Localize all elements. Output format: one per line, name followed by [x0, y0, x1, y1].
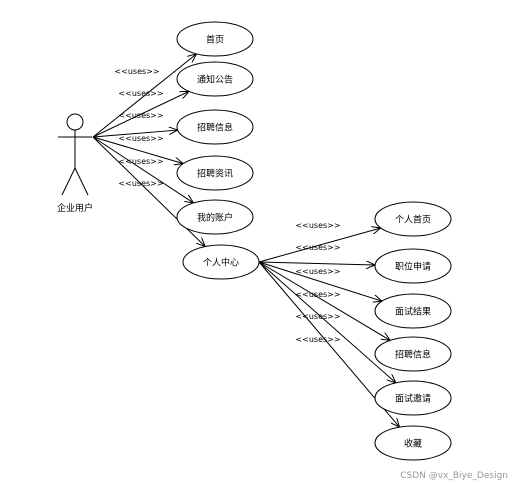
actor-stick-figure-icon — [58, 113, 92, 196]
uses-relation-uc5 — [92, 136, 194, 203]
uses-relation-uc2 — [92, 91, 189, 138]
uses-stereotype-label: <<uses>> — [295, 335, 340, 344]
uses-stereotype-label: <<uses>> — [118, 134, 163, 143]
uses-relation-uc9 — [258, 261, 382, 301]
use-case-ellipse — [176, 61, 254, 97]
relations-layer — [92, 54, 399, 427]
use-case-label: 通知公告 — [197, 74, 233, 86]
use-case-label: 职位申请 — [395, 261, 431, 273]
uses-relation-uc8 — [258, 262, 375, 265]
use-case-uc6[interactable]: 个人中心 — [182, 244, 260, 280]
use-case-label: 面试邀请 — [395, 393, 431, 405]
use-case-label: 首页 — [206, 34, 224, 46]
uses-stereotype-label: <<uses>> — [114, 67, 159, 76]
use-case-ellipse — [374, 380, 452, 416]
use-case-label: 面试结果 — [395, 306, 431, 318]
use-case-uc1[interactable]: 首页 — [176, 21, 254, 57]
actor-label: 企业用户 — [57, 202, 93, 214]
uses-relation-uc7 — [258, 228, 381, 263]
use-case-uc9[interactable]: 面试结果 — [374, 293, 452, 329]
use-case-label: 我的账户 — [197, 212, 233, 224]
use-case-ellipse — [374, 336, 452, 372]
uses-stereotype-label: <<uses>> — [118, 89, 163, 98]
uses-stereotype-label: <<uses>> — [295, 290, 340, 299]
use-cases: 首页通知公告招聘信息招聘资讯我的账户个人中心个人首页职位申请面试结果招聘信息面试… — [176, 21, 452, 461]
use-case-uc11[interactable]: 面试邀请 — [374, 380, 452, 416]
watermark: CSDN @vx_Biye_Design — [400, 471, 508, 481]
use-case-label: 招聘信息 — [197, 122, 233, 134]
use-case-uc5[interactable]: 我的账户 — [176, 199, 254, 235]
use-case-ellipse — [374, 293, 452, 329]
uses-stereotype-label: <<uses>> — [118, 179, 163, 188]
use-case-label: 个人首页 — [395, 214, 431, 226]
use-case-uc4[interactable]: 招聘资讯 — [176, 155, 254, 191]
use-case-uc8[interactable]: 职位申请 — [374, 248, 452, 284]
use-case-uc3[interactable]: 招聘信息 — [176, 109, 254, 145]
uses-relation-uc4 — [92, 136, 183, 164]
use-case-label: 招聘资讯 — [197, 168, 233, 180]
uses-stereotype-label: <<uses>> — [295, 243, 340, 252]
use-case-ellipse — [176, 155, 254, 191]
use-case-ellipse — [176, 21, 254, 57]
use-case-ellipse — [182, 244, 260, 280]
uses-relation-uc3 — [92, 130, 178, 138]
use-case-ellipse — [374, 248, 452, 284]
uses-stereotype-label: <<uses>> — [118, 111, 163, 120]
use-case-uc2[interactable]: 通知公告 — [176, 61, 254, 97]
uses-relation-uc10 — [258, 261, 390, 340]
uses-relation-uc11 — [258, 261, 396, 383]
use-case-uc10[interactable]: 招聘信息 — [374, 336, 452, 372]
use-case-ellipse — [374, 425, 452, 461]
use-case-uc7[interactable]: 个人首页 — [374, 201, 452, 237]
use-case-label: 个人中心 — [203, 257, 239, 269]
uses-stereotype-label: <<uses>> — [295, 312, 340, 321]
use-case-label: 招聘信息 — [395, 349, 431, 361]
use-case-ellipse — [176, 109, 254, 145]
uses-stereotype-label: <<uses>> — [118, 157, 163, 166]
actor[interactable]: 企业用户 — [57, 113, 93, 214]
uses-stereotype-label: <<uses>> — [295, 267, 340, 276]
uses-relation-uc1 — [92, 54, 197, 138]
use-case-ellipse — [176, 199, 254, 235]
use-case-ellipse — [374, 201, 452, 237]
use-case-uc12[interactable]: 收藏 — [374, 425, 452, 461]
use-case-label: 收藏 — [404, 438, 422, 450]
stereotype-labels: <<uses>> <<uses>> <<uses>> <<uses>> <<uses>>… — [114, 67, 340, 344]
uses-stereotype-label: <<uses>> — [295, 221, 340, 230]
